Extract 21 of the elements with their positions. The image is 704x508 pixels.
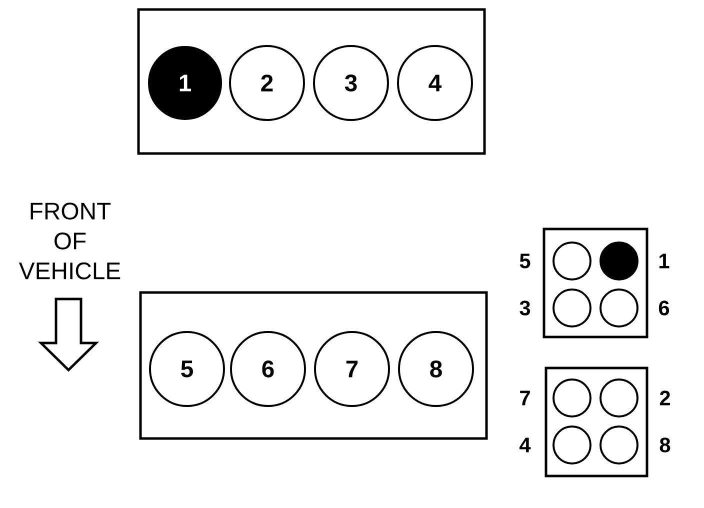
coil-pack-box (542, 228, 648, 338)
terminal-circle (552, 242, 592, 280)
terminal-circle (600, 378, 638, 418)
terminal-circle (600, 288, 638, 328)
terminal-circle (600, 426, 638, 464)
cylinder-number: 3 (520, 300, 530, 316)
terminal-circle (552, 378, 592, 418)
terminal-circle (600, 242, 638, 280)
cylinder-number: 8 (660, 438, 670, 452)
coil-pack-box (544, 366, 648, 478)
cylinder-number: 5 (520, 254, 530, 268)
cylinder-bank-box (137, 8, 486, 155)
cylinder-number: 2 (660, 390, 670, 406)
terminal-circle (552, 426, 592, 464)
cylinder-bank-box (139, 291, 488, 440)
cylinder-number: 1 (660, 254, 670, 268)
cylinder-number: 4 (520, 438, 531, 452)
terminal-circle (552, 288, 592, 328)
direction-label: FRONT OF VEHICLE (18, 202, 120, 280)
cylinder-number: 7 (520, 390, 530, 406)
cylinder-number: 6 (658, 300, 670, 316)
